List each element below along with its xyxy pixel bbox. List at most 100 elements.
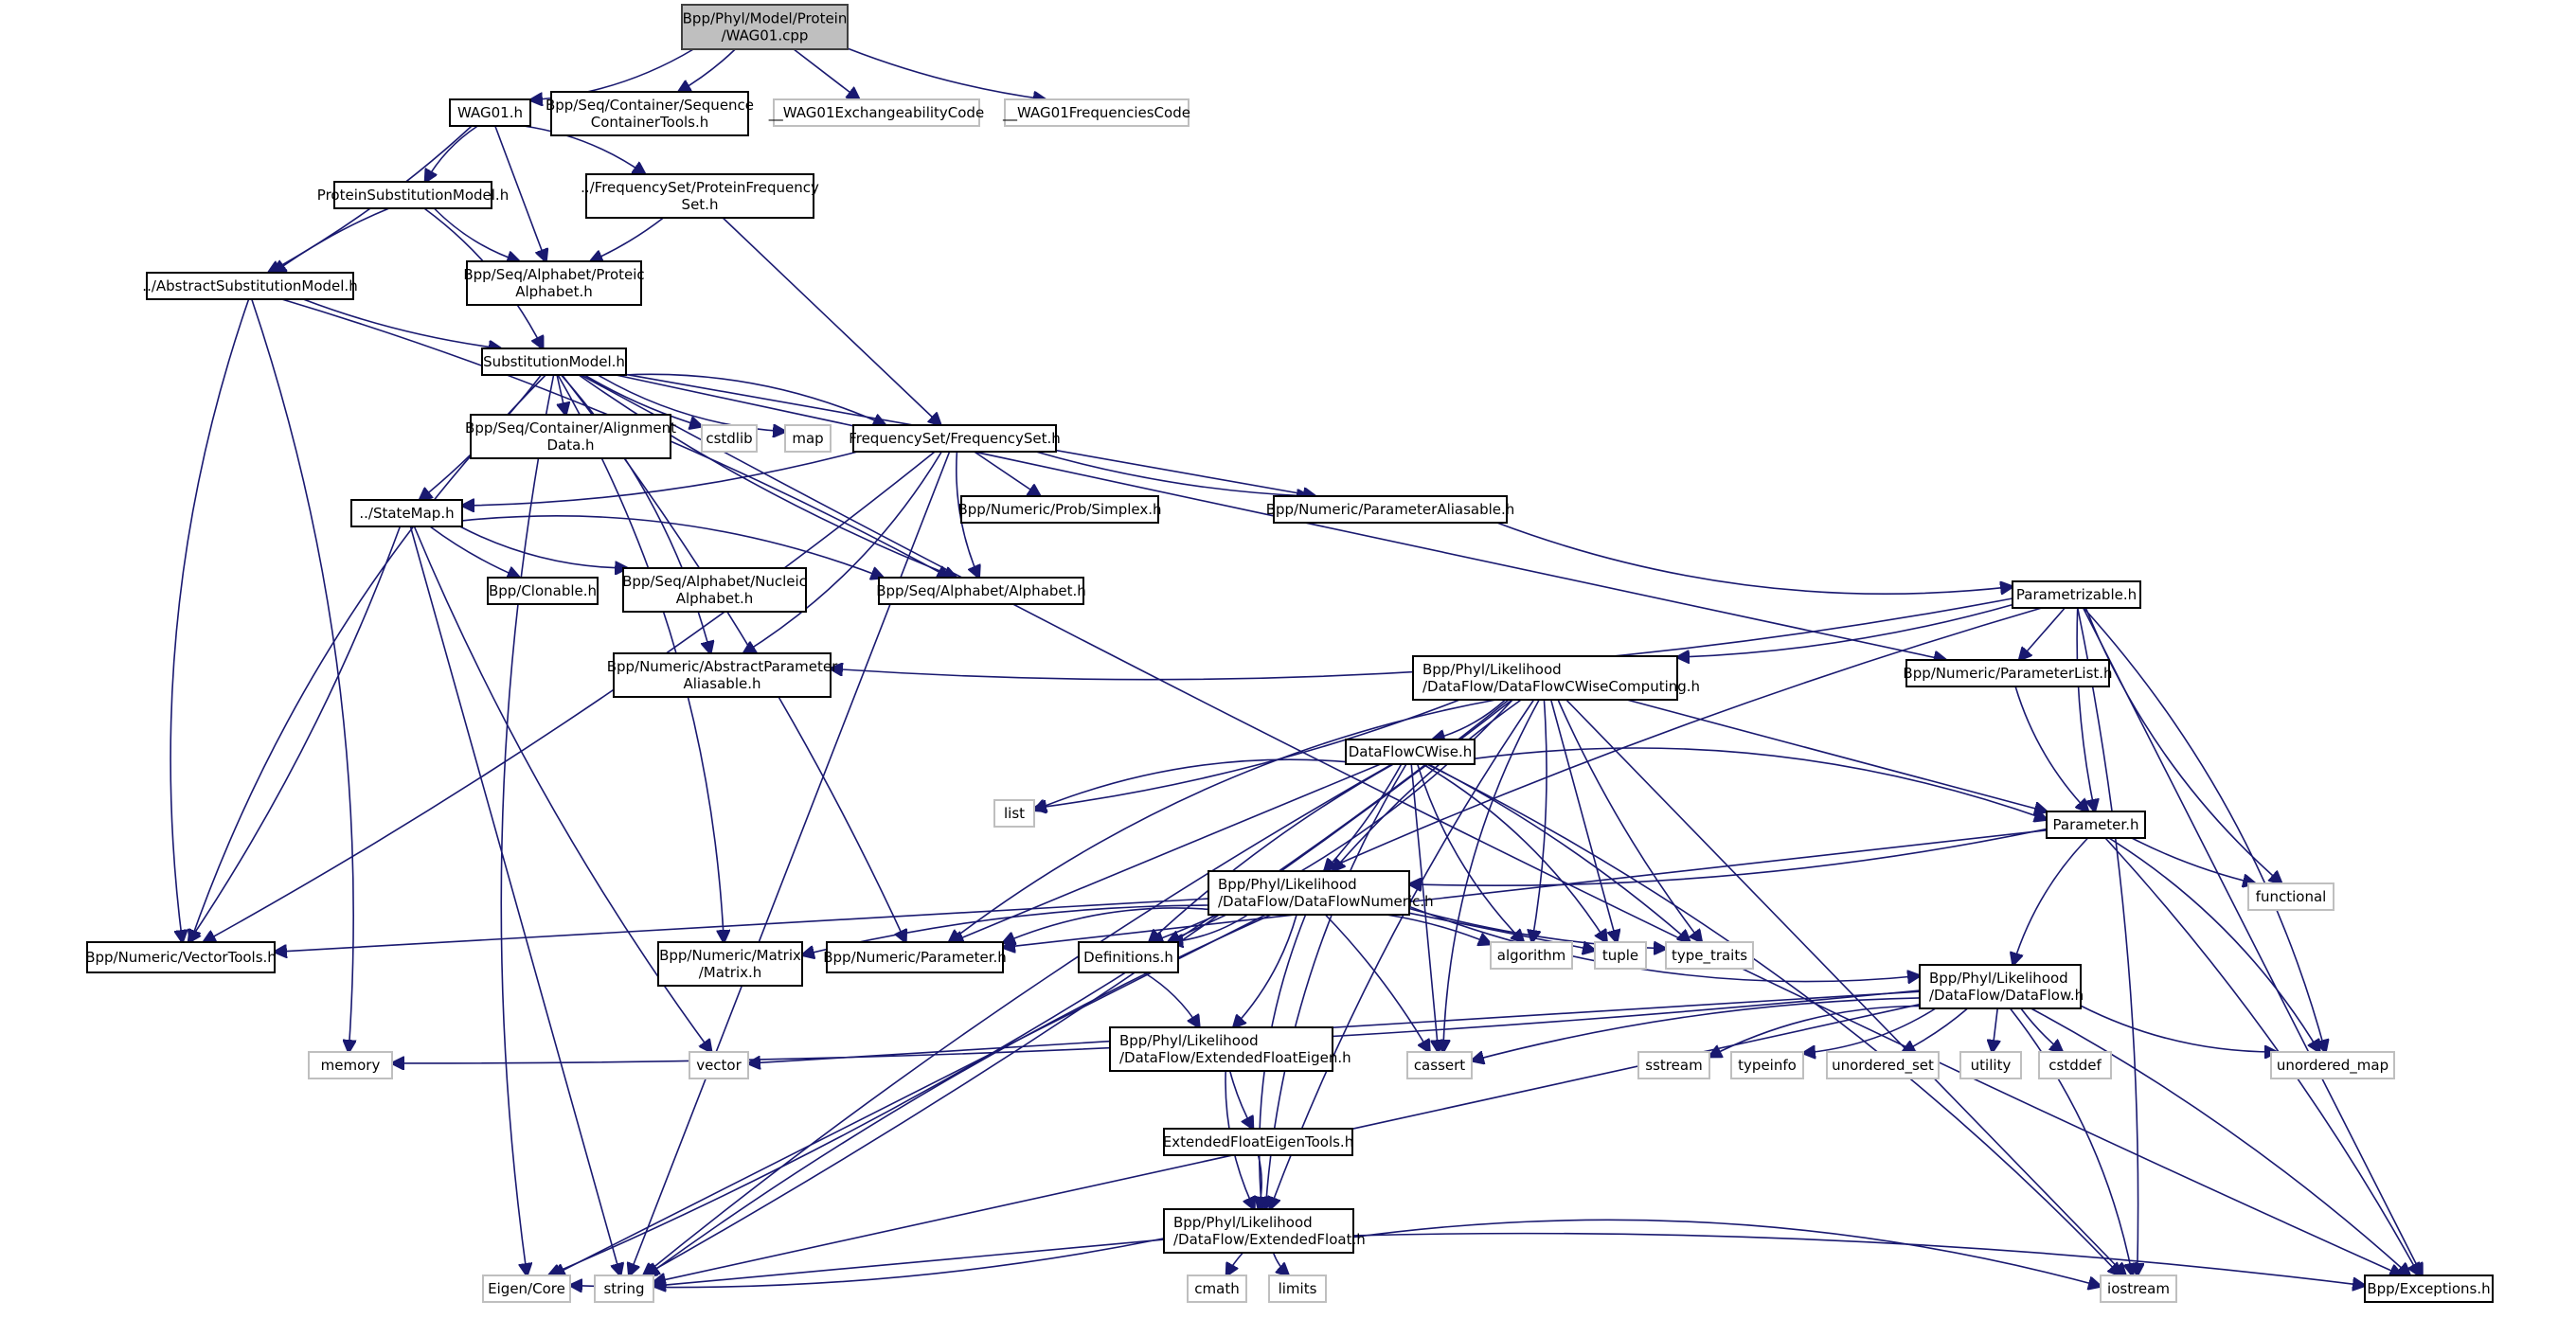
- node-label: ContainerTools.h: [591, 114, 709, 131]
- node-extfloat[interactable]: Bpp/Phyl/Likelihood/DataFlow/ExtendedFlo…: [1163, 1208, 1366, 1254]
- node-wag01cpp[interactable]: Bpp/Phyl/Model/Protein/WAG01.cpp: [681, 4, 849, 50]
- node-box: [1490, 941, 1573, 970]
- node-label: unordered_set: [1832, 1057, 1934, 1075]
- edge-freqset-to-paramaliasable: [1035, 451, 1309, 496]
- edge-substmodel-to-exceptions: [580, 374, 2402, 1275]
- node-extfloateigen[interactable]: Bpp/Phyl/Likelihood/DataFlow/ExtendedFlo…: [1109, 1026, 1351, 1072]
- node-matrix[interactable]: Bpp/Numeric/Matrix/Matrix.h: [657, 941, 803, 987]
- node-extfloateigentools[interactable]: ExtendedFloatEigenTools.h: [1163, 1128, 1353, 1156]
- node-label: limits: [1279, 1280, 1317, 1297]
- node-label: map: [792, 430, 823, 447]
- node-simplex[interactable]: Bpp/Numeric/Prob/Simplex.h: [957, 495, 1162, 524]
- node-label: SubstitutionModel.h: [483, 353, 625, 370]
- node-box: [350, 499, 463, 527]
- edge-wag01cpp-to-freqcode: [847, 47, 1046, 99]
- edge-statemap-to-vectortools: [188, 526, 402, 942]
- node-box: [622, 567, 807, 613]
- node-label: Bpp/Numeric/ParameterList.h: [1903, 665, 2112, 682]
- edge-substmodel-to-vectortools: [190, 374, 546, 942]
- node-paramaliasable[interactable]: Bpp/Numeric/ParameterAliasable.h: [1266, 495, 1515, 524]
- edge-wag01cpp-to-exchcode: [793, 48, 859, 99]
- node-box: [1594, 941, 1647, 970]
- node-label: algorithm: [1497, 947, 1565, 964]
- node-box: [2012, 580, 2141, 609]
- node-dfnumeric[interactable]: Bpp/Phyl/Likelihood/DataFlow/DataFlowNum…: [1208, 870, 1434, 916]
- node-label: /Matrix.h: [699, 964, 762, 981]
- node-label: Set.h: [682, 196, 719, 213]
- node-label: Aliasable.h: [684, 675, 761, 692]
- edge-dfcwise-to-cassert: [1410, 763, 1439, 1052]
- node-unorderedmap: unordered_map: [2270, 1051, 2395, 1079]
- node-box: [1004, 98, 1190, 127]
- node-statemap[interactable]: ../StateMap.h: [350, 499, 463, 527]
- node-label: FrequencySet/FrequencySet.h: [849, 430, 1061, 447]
- edge-dfcwise-to-algorithm: [1416, 763, 1524, 942]
- node-label: Bpp/Clonable.h: [489, 582, 597, 599]
- edge-dfcwise-to-definitions: [1149, 763, 1394, 942]
- node-list: list: [993, 799, 1035, 828]
- node-label: Bpp/Phyl/Model/Protein: [683, 10, 848, 27]
- node-box: [1665, 941, 1754, 970]
- edge-extfloat-to-string: [653, 1239, 1165, 1286]
- node-proteinsubst[interactable]: ProteinSubstitutionModel.h: [317, 181, 509, 209]
- node-box: [2364, 1274, 2494, 1303]
- node-label: unordered_map: [2277, 1057, 2388, 1075]
- node-box: [470, 414, 671, 459]
- edge-dfnumeric-to-definitions: [1171, 914, 1249, 942]
- node-clonable[interactable]: Bpp/Clonable.h: [487, 577, 599, 605]
- node-dataflow[interactable]: Bpp/Phyl/Likelihood/DataFlow/DataFlow.h: [1919, 964, 2084, 1009]
- node-label: sstream: [1645, 1057, 1702, 1074]
- node-box: [773, 98, 980, 127]
- edge-dfcwisecomputing-to-iostream: [1565, 699, 2126, 1275]
- node-label: Parametrizable.h: [2016, 586, 2137, 603]
- edge-parameter-to-dfnumeric: [1409, 828, 2048, 886]
- node-algorithm: algorithm: [1490, 941, 1573, 970]
- node-exceptions[interactable]: Bpp/Exceptions.h: [2364, 1274, 2494, 1303]
- node-label: type_traits: [1672, 947, 1747, 965]
- node-label: list: [1004, 805, 1025, 822]
- node-box: [1826, 1051, 1940, 1079]
- edge-proteinfreqset-to-freqset: [722, 217, 940, 425]
- node-abstractsubst[interactable]: ../AbstractSubstitutionModel.h: [142, 272, 358, 300]
- node-dfcwise[interactable]: DataFlowCWise.h: [1345, 739, 1476, 765]
- node-substmodel[interactable]: SubstitutionModel.h: [481, 348, 627, 376]
- node-wag01h[interactable]: WAG01.h: [449, 98, 531, 127]
- node-freqset[interactable]: FrequencySet/FrequencySet.h: [849, 424, 1061, 453]
- node-dfcwisecomputing[interactable]: Bpp/Phyl/Likelihood/DataFlow/DataFlowCWi…: [1412, 655, 1700, 701]
- edge-dfnumeric-to-algorithm: [1386, 914, 1491, 944]
- edge-dfcwise-to-string: [644, 763, 1393, 1275]
- node-cstdlib: cstdlib: [701, 424, 758, 453]
- node-definitions[interactable]: Definitions.h: [1078, 941, 1179, 973]
- node-cmath: cmath: [1187, 1274, 1247, 1303]
- edge-wag01cpp-to-seqcontainertools: [679, 48, 736, 92]
- node-box: [613, 652, 832, 698]
- node-label: Bpp/Seq/Alphabet/Nucleic: [622, 573, 807, 590]
- node-vectortools[interactable]: Bpp/Numeric/VectorTools.h: [85, 941, 277, 973]
- node-box: [657, 941, 803, 987]
- node-box: [2247, 882, 2334, 911]
- node-memory: memory: [308, 1051, 393, 1079]
- node-label: Parameter.h: [2053, 816, 2139, 833]
- edge-proteinsubst-to-abstractsubst: [274, 207, 390, 273]
- node-label: ProteinSubstitutionModel.h: [317, 187, 509, 204]
- node-parametrizable[interactable]: Parametrizable.h: [2012, 580, 2141, 609]
- edge-statemap-to-alphabet: [461, 515, 884, 578]
- node-seqcontainertools[interactable]: Bpp/Seq/Container/SequenceContainerTools…: [546, 91, 754, 136]
- edge-substmodel-to-freqset: [623, 373, 886, 425]
- node-parameterlist[interactable]: Bpp/Numeric/ParameterList.h: [1903, 659, 2113, 687]
- edge-dataflow-to-vector: [748, 990, 1921, 1063]
- node-alphabet[interactable]: Bpp/Seq/Alphabet/Alphabet.h: [876, 577, 1086, 605]
- node-label: functional: [2256, 888, 2327, 905]
- node-label: Bpp/Phyl/Likelihood: [1218, 876, 1357, 893]
- node-map: map: [784, 424, 832, 453]
- edge-substmodel-to-eigencore: [500, 374, 555, 1275]
- node-numparameter[interactable]: Bpp/Numeric/Parameter.h: [823, 941, 1007, 973]
- edge-dfnumeric-to-vectortools: [275, 898, 1209, 952]
- node-parameter[interactable]: Parameter.h: [2046, 811, 2146, 839]
